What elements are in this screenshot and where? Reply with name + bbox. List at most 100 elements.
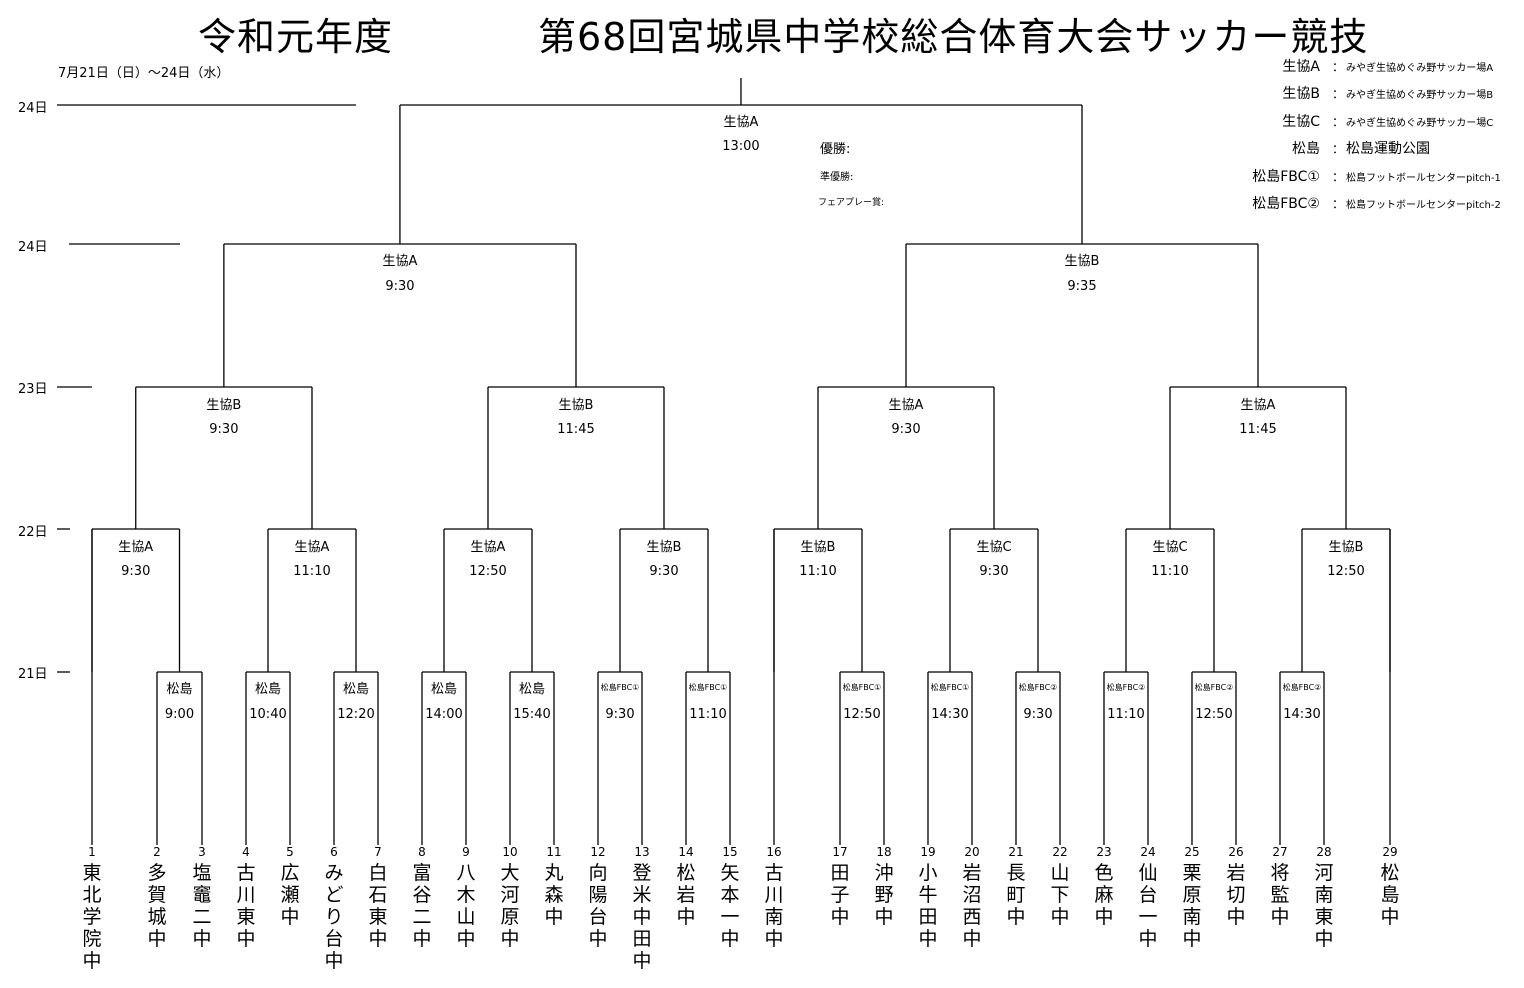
team-name: 小牛田中 <box>918 862 938 950</box>
team-name: 八木山中 <box>456 862 476 950</box>
team-number: 8 <box>418 845 426 859</box>
match-venue: 松島 <box>430 682 457 697</box>
team-name: みどり台中 <box>324 862 344 972</box>
match-time: 13:00 <box>722 139 760 154</box>
team-name: 多賀城中 <box>147 862 167 950</box>
tournament-dates: 7月21日（日）～24日（水） <box>58 66 230 81</box>
team-name: 登米中田中 <box>632 862 652 972</box>
team-number: 5 <box>286 845 294 859</box>
team-number: 7 <box>374 845 382 859</box>
match-time: 11:45 <box>557 422 595 437</box>
runner-up-label: 準優勝: <box>820 172 854 183</box>
team-name: 山下中 <box>1050 862 1070 928</box>
team-number: 13 <box>634 845 650 859</box>
match-venue: 生協A <box>723 115 759 130</box>
match-time: 9:30 <box>121 564 151 579</box>
match-venue: 松島FBC① <box>930 683 970 692</box>
team-number: 17 <box>832 845 848 859</box>
team-number: 10 <box>502 845 518 859</box>
legend-value: 松島フットボールセンターpitch-2 <box>1346 200 1501 211</box>
match-venue: 生協A <box>470 540 506 555</box>
match-venue: 生協A <box>118 540 154 555</box>
match-venue: 生協C <box>1152 540 1188 555</box>
match-venue: 松島FBC② <box>1282 683 1322 692</box>
legend-colon: ： <box>1332 197 1345 211</box>
legend-colon: ： <box>1332 142 1345 156</box>
match-time: 9:30 <box>979 564 1009 579</box>
team-name: 東北学院中 <box>82 862 102 972</box>
match-time: 9:30 <box>605 707 635 722</box>
title-main: 第68回宮城県中学校総合体育大会サッカー競技 <box>538 15 1369 59</box>
match-time: 12:20 <box>337 707 375 722</box>
team-name: 将監中 <box>1270 862 1290 928</box>
team-number: 22 <box>1052 845 1068 859</box>
match-venue: 松島FBC① <box>600 683 640 692</box>
team-name: 塩竈二中 <box>192 862 212 950</box>
team-name: 大河原中 <box>500 862 520 950</box>
team-number: 21 <box>1008 845 1024 859</box>
team-number: 29 <box>1382 845 1398 859</box>
match-venue: 松島FBC② <box>1194 683 1234 692</box>
legend-key: 生協B <box>1282 86 1320 102</box>
team-name: 丸森中 <box>544 862 564 928</box>
team-number: 26 <box>1228 845 1244 859</box>
match-time: 9:30 <box>891 422 921 437</box>
match-venue: 生協B <box>206 398 242 413</box>
match-venue: 松島FBC② <box>1106 683 1146 692</box>
match-time: 11:10 <box>293 564 331 579</box>
team-name: 矢本一中 <box>720 862 740 950</box>
legend-value: みやぎ生協めぐみ野サッカー場C <box>1346 118 1494 129</box>
match-time: 15:40 <box>513 707 551 722</box>
team-number: 2 <box>153 845 161 859</box>
day-label-final: 24日 <box>18 101 48 116</box>
match-time: 14:00 <box>425 707 463 722</box>
team-number: 9 <box>462 845 470 859</box>
day-label-semi: 24日 <box>18 240 48 255</box>
team-name: 広瀬中 <box>280 862 300 928</box>
match-venue: 松島FBC① <box>842 683 882 692</box>
legend-value: みやぎ生協めぐみ野サッカー場B <box>1346 90 1494 101</box>
match-venue: 生協A <box>294 540 330 555</box>
legend-key: 生協A <box>1282 59 1320 75</box>
team-name: 富谷二中 <box>412 862 432 950</box>
team-name: 古川東中 <box>236 862 256 950</box>
match-venue: 生協B <box>1328 540 1364 555</box>
day-label-r16: 22日 <box>18 525 48 540</box>
team-name: 古川南中 <box>764 862 784 950</box>
team-number: 23 <box>1096 845 1112 859</box>
match-time: 11:10 <box>689 707 727 722</box>
match-time: 9:30 <box>649 564 679 579</box>
team-number: 20 <box>964 845 980 859</box>
match-venue: 生協B <box>1064 254 1100 269</box>
team-name: 河南東中 <box>1314 862 1334 950</box>
team-number: 25 <box>1184 845 1200 859</box>
team-name: 仙台一中 <box>1138 862 1158 950</box>
title-era: 令和元年度 <box>198 15 394 59</box>
match-venue: 生協C <box>976 540 1012 555</box>
legend-key: 松島FBC① <box>1252 169 1320 185</box>
team-number: 11 <box>546 845 562 859</box>
match-time: 9:30 <box>1023 707 1053 722</box>
team-name: 沖野中 <box>874 862 894 928</box>
match-time: 11:10 <box>799 564 837 579</box>
match-time: 10:40 <box>249 707 287 722</box>
team-name: 岩切中 <box>1226 862 1246 928</box>
team-name: 松島中 <box>1380 862 1400 928</box>
team-number: 14 <box>678 845 694 859</box>
team-name: 田子中 <box>830 862 850 928</box>
legend-key: 松島FBC② <box>1252 196 1320 212</box>
match-time: 9:30 <box>209 422 239 437</box>
match-venue: 生協A <box>1240 398 1276 413</box>
team-number: 4 <box>242 845 250 859</box>
team-name: 色麻中 <box>1094 862 1114 928</box>
match-venue: 松島 <box>518 682 545 697</box>
team-number: 28 <box>1316 845 1332 859</box>
legend-colon: ： <box>1332 115 1345 129</box>
match-venue: 生協B <box>646 540 682 555</box>
team-name: 長町中 <box>1006 862 1026 928</box>
match-venue: 生協A <box>382 254 418 269</box>
match-venue: 生協B <box>558 398 594 413</box>
match-venue: 生協A <box>888 398 924 413</box>
team-name: 松岩中 <box>676 862 696 928</box>
